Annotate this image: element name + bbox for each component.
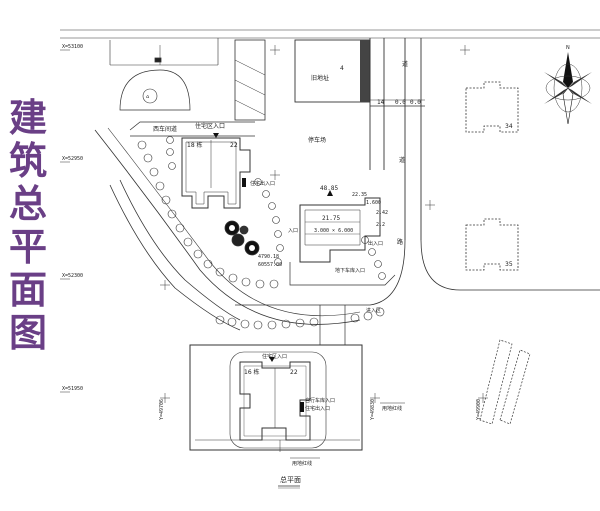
north-label: N: [566, 45, 570, 51]
south-east-structure: [479, 339, 531, 425]
side-level-3: 2.42: [376, 210, 388, 216]
south-gate-label: 进入区: [366, 307, 381, 314]
side-title: 建 筑 总 平 面 图: [6, 96, 50, 354]
left-coordinates: X=53100 X=52950 X=52300 X=51950: [60, 44, 83, 393]
bottom-coordinates: Y=49706 Y=49830 Y=49900: [159, 399, 482, 420]
building-18-floors: 22: [230, 142, 238, 149]
building-16-entry: 住宅出入口: [305, 405, 330, 412]
top-level-3: 0.0: [410, 99, 421, 106]
north-road: [60, 29, 600, 66]
coord-x-1: X=53100: [62, 44, 83, 50]
old-building-label: 旧地址: [311, 74, 329, 82]
north-block-number: 4: [340, 65, 344, 72]
top-level-1: 14: [377, 99, 385, 106]
south-entry-road: 进入区: [319, 305, 381, 345]
garage-entry: 地下车库入口: [335, 267, 365, 274]
main-road-north-label: 道: [402, 60, 408, 68]
grid-cross-markers: [160, 45, 488, 403]
tree-rows: [137, 136, 386, 330]
coord-x-4: X=51950: [62, 386, 83, 392]
building-18-entry: 住宅出入口: [250, 180, 275, 187]
side-title-char-4: 平: [8, 224, 47, 269]
bottom-left-level-2: 60557.00: [258, 262, 282, 268]
coord-x-3: X=52300: [62, 273, 83, 279]
building-35-number: 35: [505, 261, 513, 268]
side-level-4: 2.2: [376, 222, 385, 228]
building-34-number: 34: [505, 123, 513, 130]
center-elevation: 21.75: [322, 215, 340, 222]
building-34: 34: [465, 81, 519, 133]
top-level-2: 0.0: [395, 99, 406, 106]
bike-garage-entry: 自行车库入口: [305, 397, 335, 404]
side-title-char-1: 建: [8, 95, 47, 140]
redline-label-1: 用地红线: [382, 405, 402, 412]
building-18: 18 栋 22 住宅出入口: [181, 133, 275, 209]
plan-title: 总平面: [280, 475, 301, 484]
svg-text:⌂: ⌂: [146, 94, 149, 100]
main-road-south-label: 路: [397, 238, 403, 246]
parking-label: 停车场: [308, 136, 326, 144]
central-side-entry: 入口: [288, 228, 298, 234]
center-dimension: 3.000 × 6.000: [314, 228, 353, 234]
coord-y-2: Y=49830: [370, 399, 376, 420]
tree-cluster: [224, 220, 260, 256]
side-title-char-5: 面: [8, 267, 47, 312]
road-mark-north: 道: [399, 156, 405, 164]
coord-y-3: Y=49900: [476, 399, 482, 420]
building-16-label: 16 栋: [244, 368, 260, 376]
central-side-entry-2: 出入口: [368, 240, 383, 247]
lower-site: 住宅区入口: [189, 344, 363, 452]
bottom-left-level-1: 4790.18: [258, 254, 279, 260]
main-road: 道 道 路 14 0.0 0.0: [235, 38, 600, 306]
side-level-2: 1.600: [366, 200, 381, 206]
elevation-marker: 48.85: [320, 185, 338, 192]
redline-label-2: 用地红线: [292, 460, 312, 467]
building-16: 16 栋 22 自行车库入口 住宅出入口: [239, 357, 335, 441]
side-level-1: 22.35: [352, 192, 367, 198]
coord-y-1: Y=49706: [159, 399, 165, 420]
west-curved-roads: [94, 121, 361, 331]
building-35: 35: [465, 218, 519, 271]
side-title-char-3: 总: [8, 181, 47, 226]
central-building: 21.75 3.000 × 6.000 入口 出入口 地下车库入口 48.85 …: [258, 185, 396, 286]
bottom-entry-label: 住宅区入口: [262, 353, 287, 360]
building-18-label: 18 栋: [187, 141, 203, 149]
north-old-building: 旧地址 4: [234, 39, 371, 121]
north-west-garden: ⌂: [119, 69, 191, 111]
west-gate-label: 西车间道: [153, 125, 177, 133]
side-title-char-6: 图: [8, 310, 47, 355]
coord-x-2: X=52950: [62, 156, 83, 162]
side-title-char-2: 筑: [8, 138, 47, 183]
community-entry-label: 住宅区入口: [195, 122, 225, 130]
north-arrow-icon: N: [544, 45, 592, 125]
building-16-floors: 22: [290, 369, 298, 376]
